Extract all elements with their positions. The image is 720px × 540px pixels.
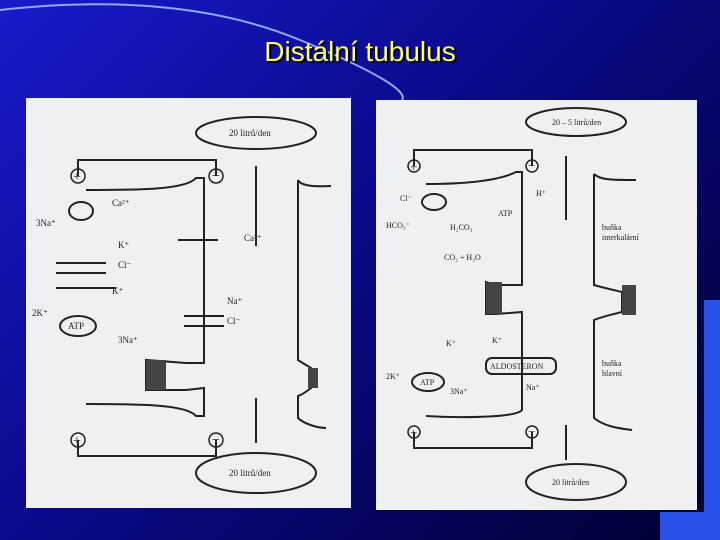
minus-electrode-top xyxy=(525,159,539,173)
ion-k: K⁺ xyxy=(446,339,456,348)
aldosteron-label: ALDOSTERON xyxy=(490,362,544,371)
bottom-circuit-wire xyxy=(77,440,217,457)
svg-text:+: + xyxy=(73,170,81,185)
svg-text:−: − xyxy=(212,169,220,184)
ion-na-plus: Na⁺ xyxy=(526,383,540,392)
flow-bottom-label: 20 litrů/den xyxy=(229,468,271,478)
plus-electrode-bottom xyxy=(407,425,421,439)
svg-text:+: + xyxy=(410,425,417,440)
ion-3na: 3Na⁺ xyxy=(450,387,468,396)
cell-label-intercalated-1: buňka xyxy=(602,223,622,232)
atp-pump xyxy=(59,315,97,337)
atp-pump-bottom xyxy=(411,372,445,392)
exchanger-top xyxy=(421,193,447,211)
cell-outline xyxy=(85,177,205,417)
plus-electrode-bottom xyxy=(70,432,86,448)
cell-label-principal-2: hlavní xyxy=(602,369,623,378)
ion-k-plus-lumen: K⁺ xyxy=(492,336,502,345)
ion-3na: 3Na⁺ xyxy=(118,335,138,345)
ion-cl: Cl⁻ xyxy=(118,260,132,270)
ion-k: K⁺ xyxy=(118,240,129,250)
lumen-arrows xyxy=(178,239,224,327)
cell-label-principal-1: buňka xyxy=(602,359,622,368)
svg-text:−: − xyxy=(528,158,535,173)
tubule-wall-right xyxy=(297,179,332,429)
ion-na-lumen: Na⁺ xyxy=(227,296,242,306)
flow-bottom-label: 20 litrů/den xyxy=(552,478,589,487)
flow-top-label: 20 litrů/den xyxy=(229,128,271,138)
flow-top-label: 20 – 5 litrů/den xyxy=(552,118,601,127)
ion-atp-top: ATP xyxy=(498,209,513,218)
minus-electrode-bottom xyxy=(208,432,224,448)
ion-h2co3: H₂CO₃ xyxy=(450,223,473,232)
ion-atp: ATP xyxy=(68,321,84,331)
left-diagram: 20 litrů/den 20 litrů/den Ca²⁺ 3Na⁺ K⁺ C… xyxy=(32,116,332,494)
top-circuit-wire xyxy=(77,159,217,176)
svg-text:+: + xyxy=(73,434,81,449)
decorative-bar-bottom xyxy=(660,512,720,540)
ion-cl: Cl⁻ xyxy=(400,194,412,203)
ion-2k: 2K⁺ xyxy=(32,308,48,318)
junction-hatch-right xyxy=(308,368,318,388)
flow-top-ellipse xyxy=(525,107,627,137)
slide-title: Distální tubulus xyxy=(264,36,456,67)
ion-h-plus: H⁺ xyxy=(536,189,546,198)
junction-hatch-right xyxy=(622,285,636,315)
svg-text:+: + xyxy=(410,159,417,174)
ion-hco3: HCO₃⁻ xyxy=(386,221,410,230)
flow-top-ellipse xyxy=(195,116,317,150)
ion-atp-bottom: ATP xyxy=(420,378,435,387)
svg-text:−: − xyxy=(212,433,220,448)
ion-k-plus: K⁺ xyxy=(112,286,123,296)
junction-hatch xyxy=(146,360,166,390)
transport-arrows xyxy=(56,262,116,289)
flow-bottom-ellipse xyxy=(195,452,317,494)
plus-electrode-top xyxy=(70,168,86,184)
flow-bottom-ellipse xyxy=(525,463,627,501)
ion-cl-lumen: Cl⁻ xyxy=(227,316,241,326)
ion-na3-pump: 3Na⁺ xyxy=(36,218,56,228)
ion-ca-lumen: Ca²⁺ xyxy=(244,233,262,243)
minus-electrode-top xyxy=(208,168,224,184)
junction-hatch xyxy=(486,282,502,314)
bottom-circuit-wire xyxy=(413,432,533,449)
calcium-carrier xyxy=(68,201,94,221)
right-diagram-panel: 20 – 5 litrů/den 20 litrů/den Cl⁻ HCO₃⁻ … xyxy=(376,100,697,510)
svg-text:−: − xyxy=(528,424,535,439)
tubule-wall-right xyxy=(593,173,637,431)
ion-2k: 2K⁺ xyxy=(386,372,400,381)
ion-co2-h2o: CO₂ + H₂O xyxy=(444,253,481,262)
left-diagram-panel: 20 litrů/den 20 litrů/den Ca²⁺ 3Na⁺ K⁺ C… xyxy=(26,98,351,508)
top-circuit-wire xyxy=(413,149,533,166)
ion-ca-exit: Ca²⁺ xyxy=(112,198,130,208)
aldosteron-box xyxy=(485,357,557,375)
plus-electrode-top xyxy=(407,159,421,173)
decorative-bar-right xyxy=(704,300,720,540)
minus-electrode-bottom xyxy=(525,425,539,439)
right-diagram: 20 – 5 litrů/den 20 litrů/den Cl⁻ HCO₃⁻ … xyxy=(386,107,640,501)
cell-label-intercalated-2: interkalární xyxy=(602,233,640,242)
